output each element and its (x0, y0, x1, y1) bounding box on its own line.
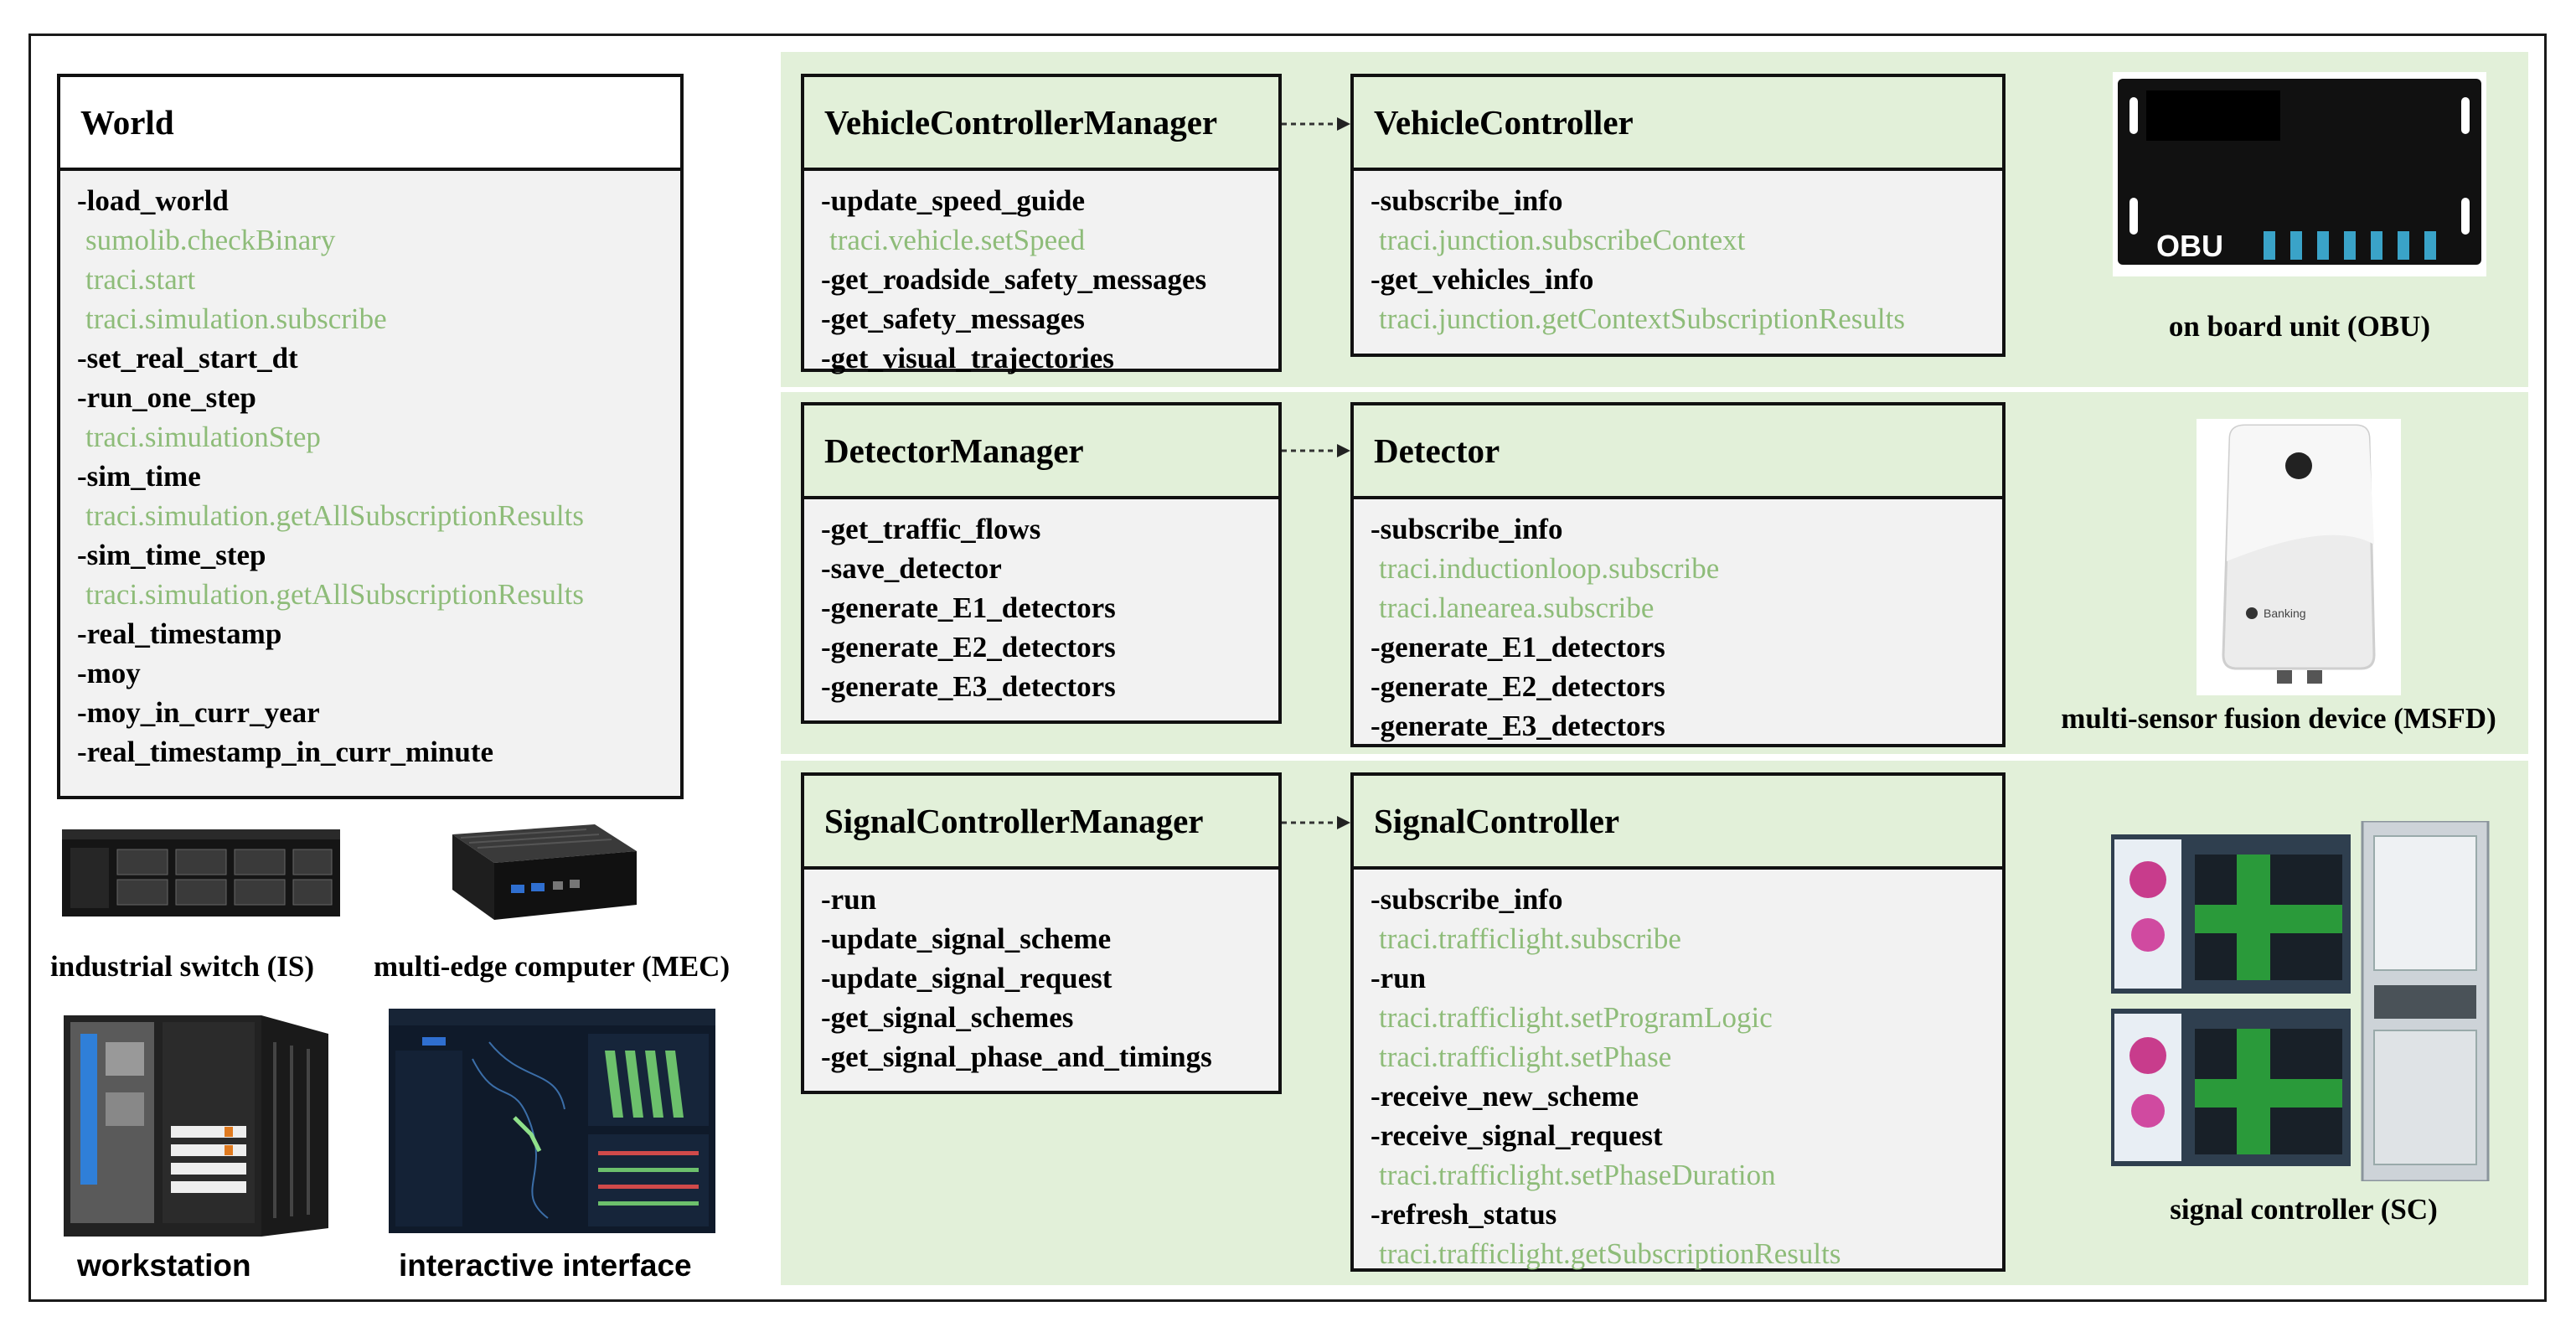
msfd-caption: multi-sensor fusion device (MSFD) (2061, 702, 2496, 735)
method-item: -moy_in_curr_year (77, 696, 320, 729)
method-item: -update_speed_guide (821, 184, 1086, 217)
method-item: -get_vehicles_info (1371, 263, 1594, 296)
method-item: -receive_signal_request (1371, 1119, 1663, 1152)
traci-call: traci.trafficlight.setPhaseDuration (1379, 1159, 1776, 1191)
traci-call: traci.junction.getContextSubscriptionRes… (1379, 302, 1905, 335)
detector-manager-body: -get_traffic_flows -save_detector -generat… (804, 499, 1278, 706)
signal-controller-box: SignalController -subscribe_info traci.tr… (1350, 772, 2006, 1272)
method-item: -real_timestamp_in_curr_minute (77, 736, 494, 768)
detector-body: -subscribe_info traci.inductionloop.subsc… (1354, 499, 2002, 746)
vehicle-manager-body: -update_speed_guide traci.vehicle.setSpee… (804, 171, 1278, 378)
method-item: -get_traffic_flows (821, 513, 1041, 545)
detector-arrow (1282, 444, 1350, 457)
method-item: -get_roadside_safety_messages (821, 263, 1207, 296)
method-item: -get_signal_schemes (821, 1001, 1074, 1034)
vehicle-controller-body: -subscribe_info traci.junction.subscribeC… (1354, 171, 2002, 338)
method-item: -generate_E2_detectors (1371, 670, 1665, 703)
method-item: -run (1371, 962, 1427, 994)
mec-image (452, 824, 637, 920)
method-item: -generate_E2_detectors (821, 631, 1116, 664)
method-item: -real_timestamp (77, 617, 282, 650)
figure-frame (28, 34, 2547, 1302)
method-item: -subscribe_info (1371, 513, 1563, 545)
mec-caption: multi-edge computer (MEC) (374, 950, 730, 983)
world-body: -load_world sumolib.checkBinary traci.star… (60, 171, 680, 772)
traci-call: traci.simulation.subscribe (85, 302, 387, 335)
signal-controller-title: SignalController (1354, 776, 2002, 870)
method-item: -update_signal_scheme (821, 922, 1112, 955)
method-item: -run (821, 883, 877, 916)
method-item: -get_visual_trajectories (821, 342, 1114, 374)
detector-title: Detector (1354, 405, 2002, 499)
obu-image: OBU (2113, 72, 2486, 276)
world-title: World (60, 77, 680, 171)
method-item: -save_detector (821, 552, 1002, 585)
msfd-image: Banking (2197, 419, 2401, 695)
traci-call: traci.start (85, 263, 196, 296)
msfd-brand: Banking (2264, 607, 2306, 620)
method-item: -get_signal_phase_and_timings (821, 1040, 1212, 1073)
traci-call: traci.simulationStep (85, 421, 321, 453)
detector-manager-box: DetectorManager -get_traffic_flows -save_… (801, 402, 1282, 724)
world-box: World -load_world sumolib.checkBinary trac… (57, 74, 684, 799)
method-item: -generate_E3_detectors (821, 670, 1116, 703)
method-item: -subscribe_info (1371, 883, 1563, 916)
vehicle-manager-box: VehicleControllerManager -update_speed_g… (801, 74, 1282, 374)
traci-call: traci.vehicle.setSpeed (829, 224, 1086, 256)
traci-call: traci.simulation.getAllSubscriptionResul… (85, 499, 584, 532)
signal-controller-image (2111, 821, 2490, 1181)
method-item: -receive_new_scheme (1371, 1080, 1639, 1113)
method-item: -load_world (77, 184, 229, 217)
traci-call: traci.simulation.getAllSubscriptionResul… (85, 578, 584, 611)
method-item: -get_safety_messages (821, 302, 1085, 335)
method-item: -refresh_status (1371, 1198, 1557, 1231)
signal-arrow (1282, 816, 1350, 829)
vehicle-controller-title: VehicleController (1354, 77, 2002, 171)
detector-box: Detector -subscribe_info traci.inductionl… (1350, 402, 2006, 747)
traci-call: traci.trafficlight.getSubscriptionResult… (1379, 1237, 1841, 1270)
interactive-interface-caption: interactive interface (399, 1248, 692, 1283)
method-item: -generate_E3_detectors (1371, 710, 1665, 742)
signal-manager-title: SignalControllerManager (804, 776, 1278, 870)
vehicle-controller-box: VehicleController -subscribe_info traci.j… (1350, 74, 2006, 357)
signal-controller-body: -subscribe_info traci.trafficlight.subscr… (1354, 870, 2002, 1273)
traci-call: traci.inductionloop.subscribe (1379, 552, 1720, 585)
industrial-switch-image (62, 829, 340, 917)
vehicle-manager-title: VehicleControllerManager (804, 77, 1278, 171)
method-item: -sim_time (77, 460, 201, 493)
traci-call: traci.lanearea.subscribe (1379, 591, 1655, 624)
workstation-image (64, 1015, 328, 1237)
interactive-interface-image (389, 1009, 715, 1233)
method-item: -generate_E1_detectors (1371, 631, 1665, 664)
traci-call: traci.trafficlight.subscribe (1379, 922, 1681, 955)
detector-manager-title: DetectorManager (804, 405, 1278, 499)
traci-call: sumolib.checkBinary (85, 224, 336, 256)
method-item: -set_real_start_dt (77, 342, 298, 374)
method-item: -sim_time_step (77, 539, 266, 571)
method-item: -update_signal_request (821, 962, 1112, 994)
signal-manager-body: -run -update_signal_scheme -update_signal_… (804, 870, 1278, 1077)
traci-call: traci.trafficlight.setProgramLogic (1379, 1001, 1773, 1034)
industrial-switch-caption: industrial switch (IS) (50, 950, 315, 983)
traci-call: traci.junction.subscribeContext (1379, 224, 1746, 256)
vehicle-arrow (1282, 117, 1350, 131)
signal-controller-caption: signal controller (SC) (2170, 1193, 2438, 1226)
method-item: -run_one_step (77, 381, 256, 414)
obu-caption: on board unit (OBU) (2168, 310, 2431, 343)
signal-manager-box: SignalControllerManager -run -update_sign… (801, 772, 1282, 1094)
traci-call: traci.trafficlight.setPhase (1379, 1040, 1672, 1073)
method-item: -moy (77, 657, 141, 689)
workstation-caption: workstation (77, 1248, 251, 1283)
method-item: -subscribe_info (1371, 184, 1563, 217)
method-item: -generate_E1_detectors (821, 591, 1116, 624)
obu-label: OBU (2156, 229, 2223, 263)
